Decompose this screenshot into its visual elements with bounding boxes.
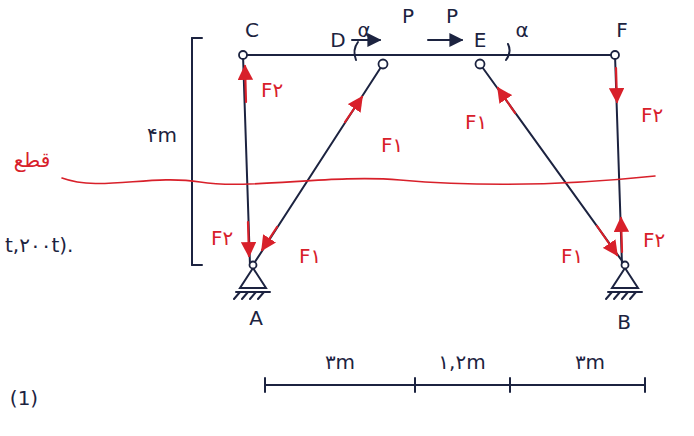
point-label: F۱	[561, 245, 583, 267]
section-cut-line	[62, 176, 655, 184]
point-label: F۱	[465, 111, 487, 133]
pin-support	[240, 268, 266, 288]
column-ca	[243, 55, 250, 265]
force-arrow	[345, 97, 362, 122]
point-label: A	[249, 307, 263, 329]
dimension-tick	[644, 378, 646, 392]
angle-arc	[354, 42, 358, 60]
top-beam	[243, 54, 615, 56]
dimension-label: ۳m	[575, 351, 605, 373]
dimension-label: (1)	[10, 387, 38, 409]
ground-hatch	[606, 292, 642, 299]
point-label: F	[616, 19, 628, 41]
dimension-tick	[414, 378, 416, 392]
point-label: F۱	[381, 134, 403, 156]
point-label: E	[474, 29, 487, 51]
column-fb	[615, 55, 622, 265]
point-label: B	[617, 311, 631, 333]
ground-hatch	[234, 292, 270, 299]
dimension-tick	[264, 378, 266, 392]
angle-arc	[506, 44, 510, 60]
force-arrow	[262, 227, 277, 250]
pin-joint	[476, 60, 485, 69]
point-label: F۲	[261, 79, 283, 101]
force-arrow	[498, 88, 515, 113]
pin-joint	[622, 262, 629, 269]
pin-joint	[379, 60, 388, 69]
point-label: F۲	[643, 229, 665, 251]
point-label: ۴m	[147, 124, 177, 146]
point-label: P	[402, 5, 414, 27]
point-label: α	[357, 19, 370, 41]
force-arrow	[245, 66, 246, 102]
force-arrow	[248, 222, 249, 256]
dimension-line	[265, 384, 645, 386]
dimension-label: ۳m	[325, 351, 355, 373]
point-label: α	[515, 19, 528, 41]
member-eb	[480, 64, 625, 265]
point-label: F۱	[299, 245, 321, 267]
dimension-bracket	[191, 38, 193, 265]
force-arrow	[621, 218, 622, 252]
point-label: C	[245, 19, 259, 41]
dimension-tick	[192, 264, 202, 266]
dimension-tick	[509, 378, 511, 392]
point-label: F۲	[641, 104, 663, 126]
point-label: D	[330, 29, 345, 51]
member-ad	[253, 64, 383, 265]
pin-joint	[239, 51, 247, 59]
pin-joint	[611, 51, 619, 59]
pin-joint	[250, 262, 257, 269]
force-arrow	[616, 68, 617, 102]
point-label: P	[446, 5, 458, 27]
pin-support	[612, 268, 638, 288]
dimension-label: ۱,۲m	[438, 351, 485, 373]
force-arrow	[597, 226, 617, 255]
point-label: t,۲۰۰t).	[5, 234, 73, 256]
dimension-tick	[192, 37, 202, 39]
load-arrow	[428, 39, 462, 41]
section-note: قطع	[14, 149, 51, 171]
point-label: F۲	[211, 227, 233, 249]
